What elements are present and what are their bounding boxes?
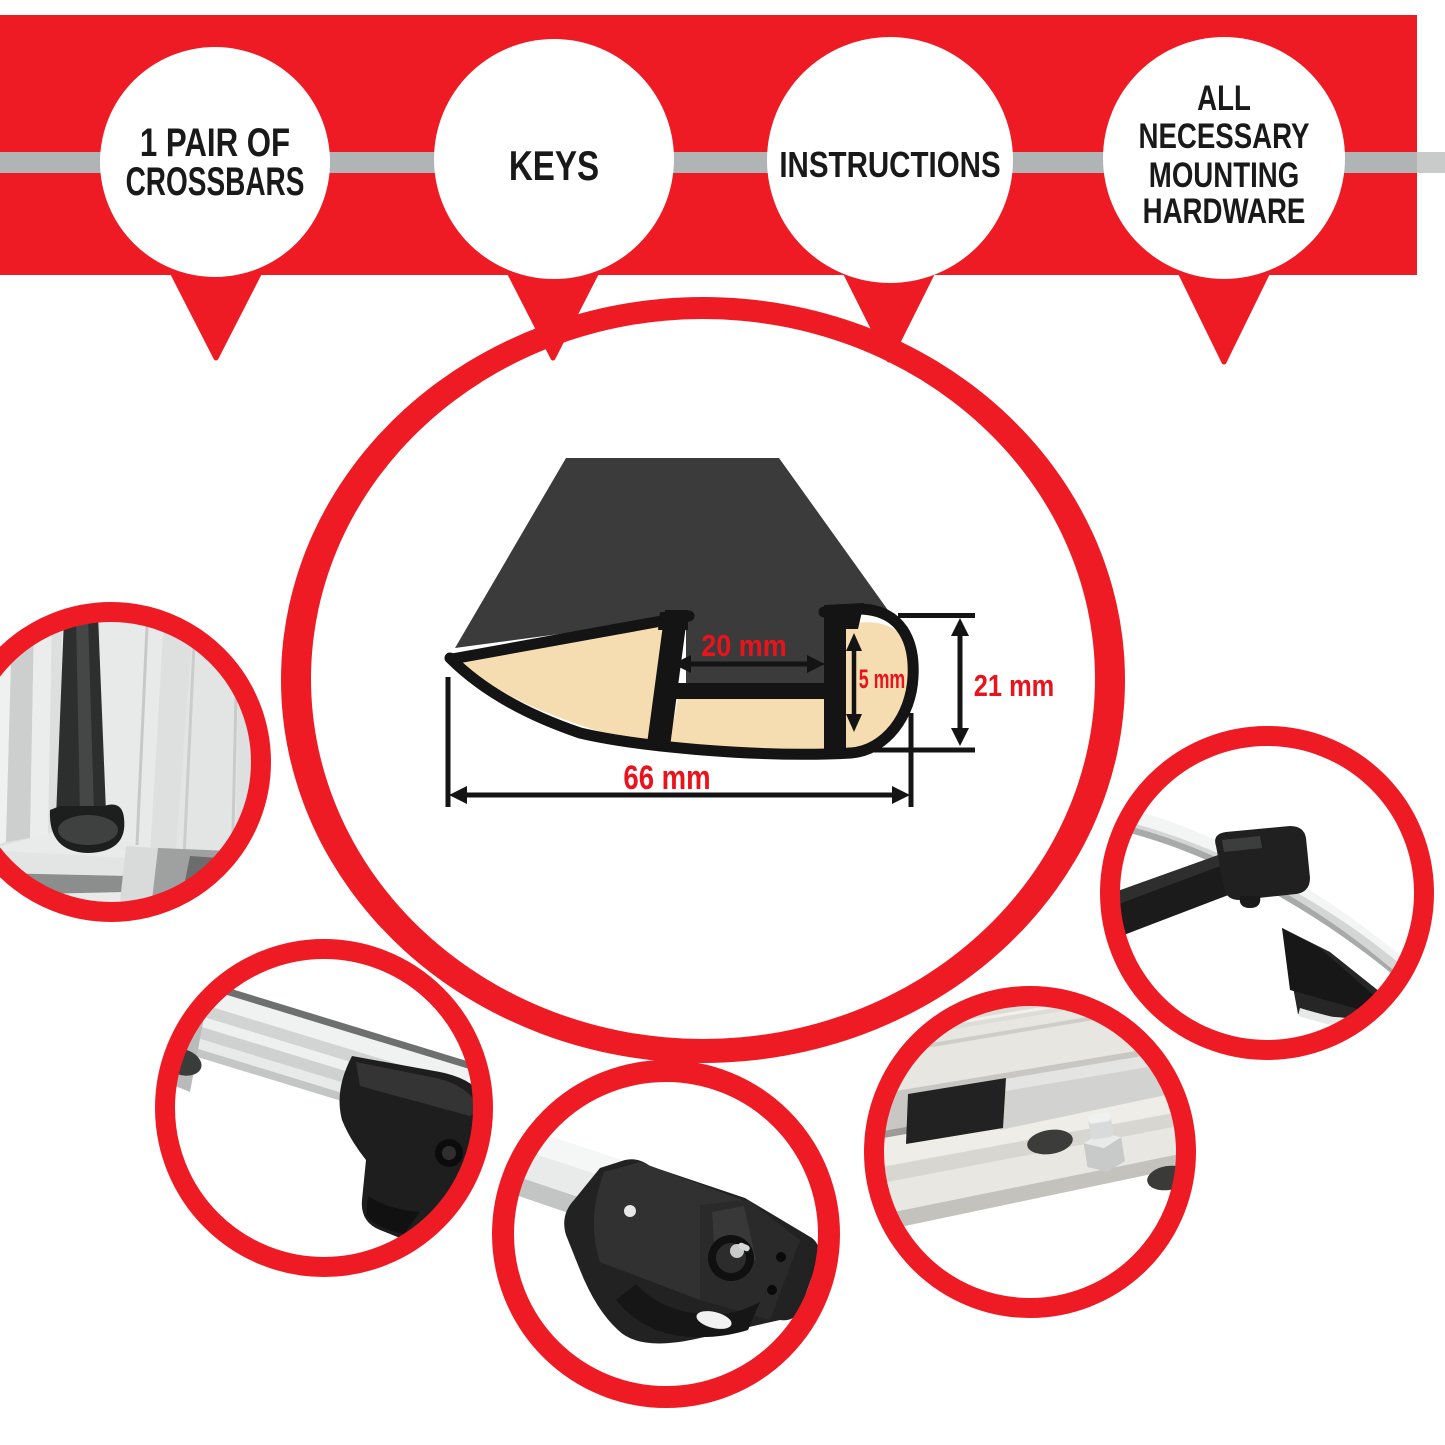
svg-text:NECESSARY: NECESSARY (1139, 116, 1310, 156)
svg-text:HARDWARE: HARDWARE (1143, 191, 1306, 231)
svg-text:KEYS: KEYS (509, 143, 599, 190)
svg-text:20 mm: 20 mm (701, 629, 786, 663)
svg-text:66 mm: 66 mm (623, 758, 710, 796)
svg-text:CROSSBARS: CROSSBARS (126, 160, 305, 204)
svg-text:1 PAIR OF: 1 PAIR OF (140, 120, 290, 165)
svg-text:21 mm: 21 mm (974, 669, 1054, 704)
svg-text:MOUNTING: MOUNTING (1149, 155, 1299, 195)
svg-text:INSTRUCTIONS: INSTRUCTIONS (779, 144, 1000, 184)
svg-text:5 mm: 5 mm (859, 663, 906, 694)
svg-text:ALL: ALL (1197, 78, 1251, 118)
